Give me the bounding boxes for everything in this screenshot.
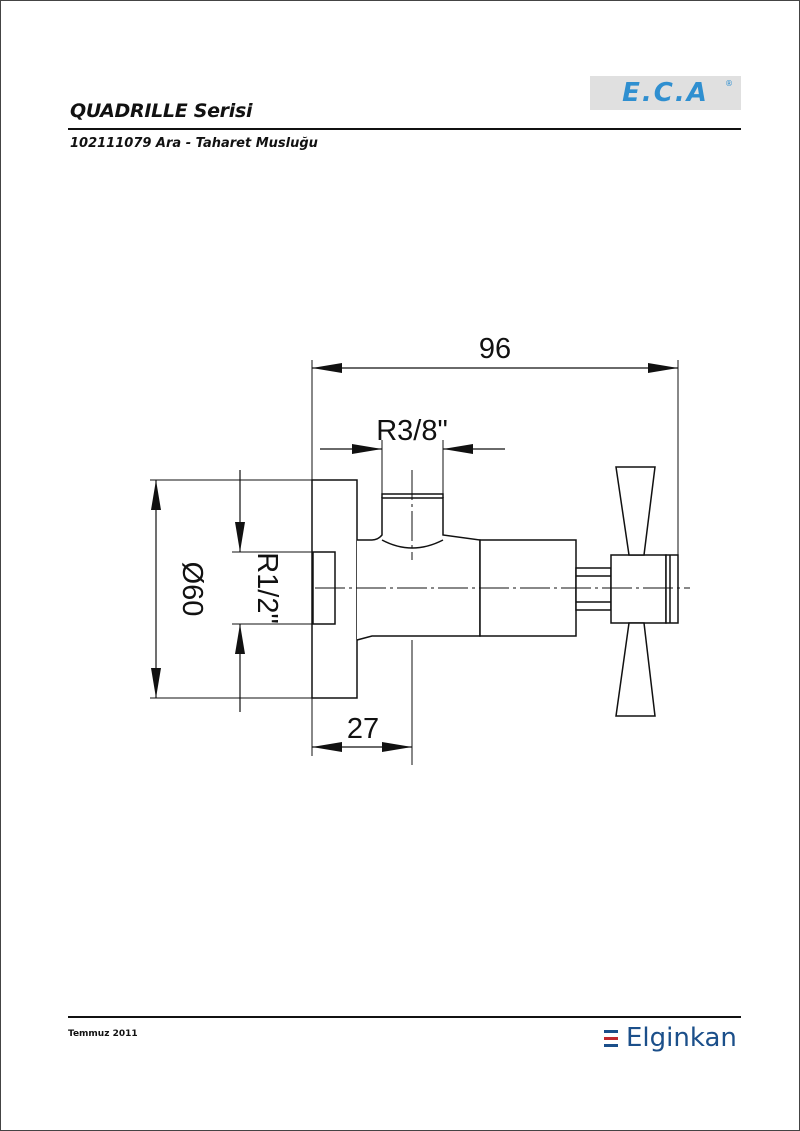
elginkan-brand-text: Elginkan	[626, 1023, 737, 1053]
eca-logo-text: E.C.A	[622, 78, 709, 108]
dim-outlet-thread: R3/8"	[376, 415, 448, 447]
valve-neck	[356, 497, 481, 641]
footer-rule	[68, 1016, 741, 1018]
registered-mark: ®	[725, 79, 733, 88]
elginkan-logo: Elginkan	[604, 1023, 744, 1055]
series-title: QUADRILLE Serisi	[70, 100, 253, 122]
dim-inlet-thread: R1/2"	[251, 552, 283, 624]
handle-end	[665, 554, 679, 624]
dim-overall-length: 96	[479, 333, 511, 365]
issue-date: Temmuz 2011	[68, 1029, 138, 1039]
dim-diameter: Ø60	[176, 562, 208, 617]
dim-inlet-length: 27	[347, 713, 379, 745]
handle-arm-top	[615, 466, 656, 556]
elginkan-stripes-icon	[604, 1030, 620, 1048]
spindle	[575, 567, 612, 611]
handle-hub	[610, 554, 667, 624]
product-title: 102111079 Ara - Taharet Musluğu	[70, 136, 318, 151]
handle-arm-bottom	[615, 622, 656, 717]
eca-logo: E.C.A ®	[590, 76, 741, 110]
header-rule	[68, 128, 741, 130]
